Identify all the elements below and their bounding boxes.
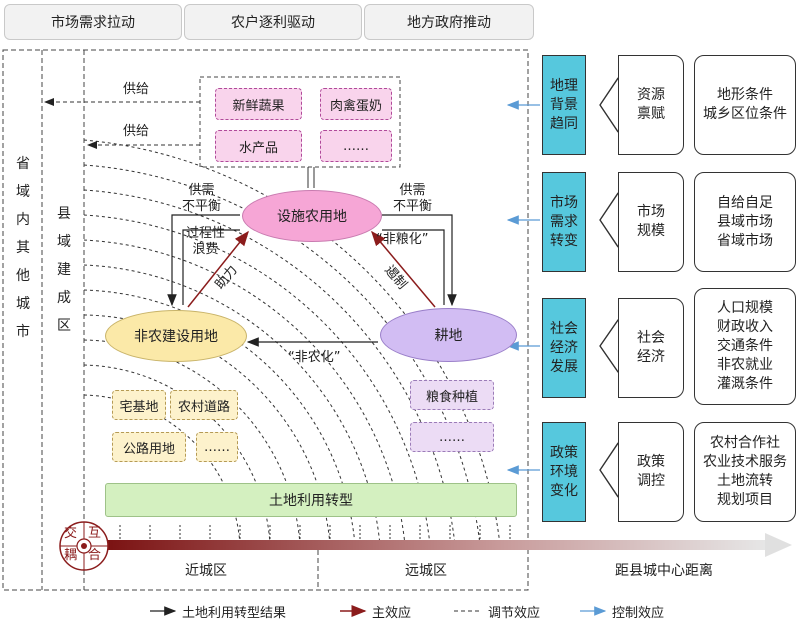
farmland-use-tag: 粮食种植	[410, 380, 494, 410]
factor-category-box: 政策 环境 变化	[542, 422, 586, 522]
factor-detail-box: 人口规模 财政收入 交通条件 非农就业 灌溉条件	[694, 288, 796, 405]
factor-detail-box: 农村合作社 农业技术服务 土地流转 规划项目	[694, 422, 796, 522]
factor-category-box: 社会 经济 发展	[542, 298, 586, 398]
imbalance-label-left: 供需 不平衡	[182, 183, 222, 214]
imbalance-label-right: 供需 不平衡	[393, 183, 433, 214]
farmland-node: 耕地	[380, 308, 517, 362]
legend-moderating-effect: 调节效应	[488, 606, 541, 621]
legend-result: 土地利用转型结果	[182, 606, 287, 621]
products-frame	[199, 76, 401, 168]
near-city-zone-label: 近城区	[185, 563, 227, 579]
non-agri-construction-land-node: 非农建设用地	[105, 310, 247, 362]
factor-category-box: 市场 需求 转变	[542, 172, 586, 272]
factor-detail-box: 地形条件 城乡区位条件	[694, 55, 796, 155]
interaction-char: 交	[64, 526, 78, 541]
land-type-tag: 宅基地	[112, 390, 166, 420]
product-tag: 水产品	[215, 130, 302, 162]
county-built-area-label: 县域建成区	[57, 206, 71, 334]
non-agri-label: “非农化”	[288, 350, 341, 365]
other-cities-label: 省域内其他城市	[16, 156, 30, 340]
facility-agriculture-land-node: 设施农用地	[242, 190, 382, 242]
legend-main-effect: 主效应	[372, 606, 412, 621]
market-demand-box: 市场需求拉动	[4, 4, 182, 40]
factor-detail-box: 自给自足 县域市场 省域市场	[694, 172, 796, 272]
distance-bar	[100, 540, 765, 550]
product-tag: 肉禽蛋奶	[320, 88, 392, 120]
product-tag: ……	[320, 130, 392, 162]
legend-control-effect: 控制效应	[612, 606, 665, 621]
interaction-char: 互	[88, 526, 102, 541]
far-city-zone-label: 远城区	[405, 563, 447, 579]
factor-mid-box: 市场 规模	[618, 172, 684, 272]
process-waste-label: 过程性 浪费	[186, 226, 226, 257]
factor-category-box: 地理 背景 趋同	[542, 55, 586, 155]
distance-arrowhead	[765, 533, 792, 557]
product-tag: 新鲜蔬果	[215, 88, 302, 120]
factor-mid-box: 社会 经济	[618, 298, 684, 398]
land-type-tag: 公路用地	[112, 432, 186, 462]
outer-frame	[2, 49, 529, 591]
land-use-transition-bar: 土地利用转型	[105, 483, 517, 517]
supply-label-1: 供给	[123, 82, 150, 97]
interaction-char: 合	[88, 548, 102, 563]
supply-label-2: 供给	[123, 124, 150, 139]
interaction-char: 耦	[64, 548, 78, 563]
farmer-profit-box: 农户逐利驱动	[184, 4, 362, 40]
land-type-tag: 农村道路	[170, 390, 238, 420]
distance-axis-label: 距县城中心距离	[615, 563, 713, 579]
factor-mid-box: 资源 禀赋	[618, 55, 684, 155]
government-push-box: 地方政府推动	[364, 4, 534, 40]
factor-mid-box: 政策 调控	[618, 422, 684, 522]
non-grain-label: “非粮化”	[376, 232, 429, 247]
farmland-use-tag: ……	[410, 422, 494, 452]
land-type-tag: ……	[196, 432, 238, 462]
